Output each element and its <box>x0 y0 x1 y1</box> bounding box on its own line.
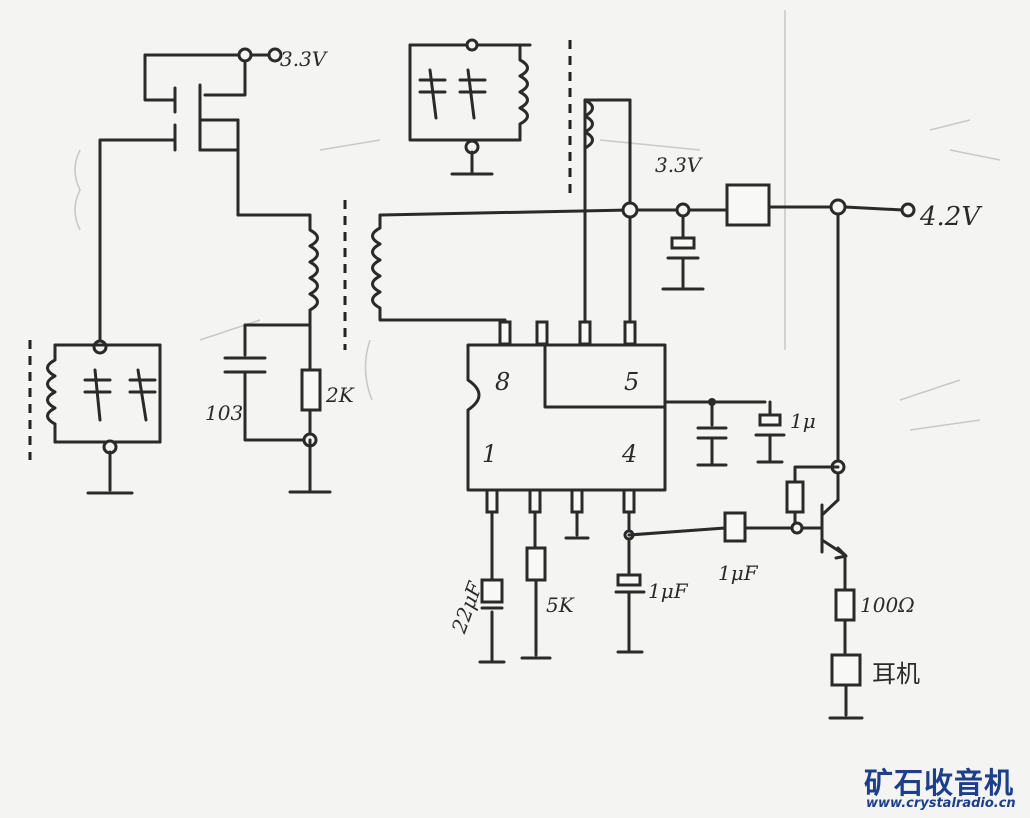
label-earphone: 耳机 <box>872 660 920 688</box>
ferrite-cores <box>28 40 572 460</box>
label-42v: 4.2V <box>919 202 982 232</box>
bias-resistor <box>785 480 805 514</box>
node-42v <box>829 198 847 216</box>
label-res-5k: 5K <box>546 593 575 617</box>
pin5-network <box>663 398 786 467</box>
terminal-42v <box>900 202 916 218</box>
label-res-2k: 2K <box>325 383 355 407</box>
ic-chip <box>466 320 667 514</box>
cap-22uf <box>480 578 504 604</box>
label-res-100: 100Ω <box>860 593 915 617</box>
label-pin4: 4 <box>621 440 637 468</box>
node-33v-top <box>237 47 253 63</box>
label-cap-1uf-b: 1μF <box>718 561 759 585</box>
node-33v-rail <box>621 201 639 219</box>
label-pin8: 8 <box>495 368 510 396</box>
resistor-2k <box>300 368 322 412</box>
earphone-symbol <box>830 653 862 687</box>
resistor-5k <box>525 546 547 582</box>
tank-top <box>408 38 532 176</box>
label-cap-1uf-a: 1μF <box>648 579 689 603</box>
label-cap-103: 103 <box>205 401 243 425</box>
cap-1uf-a <box>616 573 642 587</box>
voltage-regulator <box>725 183 771 227</box>
label-33v-top: 3.3V <box>280 47 329 71</box>
osc-coil <box>223 213 332 494</box>
coupling-coil <box>371 208 632 332</box>
label-pin1: 1 <box>482 440 497 468</box>
paper-bleed-marks <box>74 10 1001 431</box>
label-pin5: 5 <box>624 368 639 396</box>
cap-1uf-b <box>723 511 747 543</box>
bottom-components <box>478 510 794 664</box>
tank-left <box>46 339 162 495</box>
watermark-url: www.crystalradio.cn <box>866 796 1016 811</box>
watermark-site-name: 矿石收音机 <box>864 766 1015 800</box>
terminal-33v-top <box>267 47 283 63</box>
resistor-100 <box>834 588 856 622</box>
supply-rail <box>621 183 916 464</box>
fet-section <box>98 47 312 347</box>
label-cap-1u: 1μ <box>790 409 816 433</box>
label-33v-mid: 3.3V <box>655 153 704 177</box>
transistor-stage <box>785 459 864 720</box>
